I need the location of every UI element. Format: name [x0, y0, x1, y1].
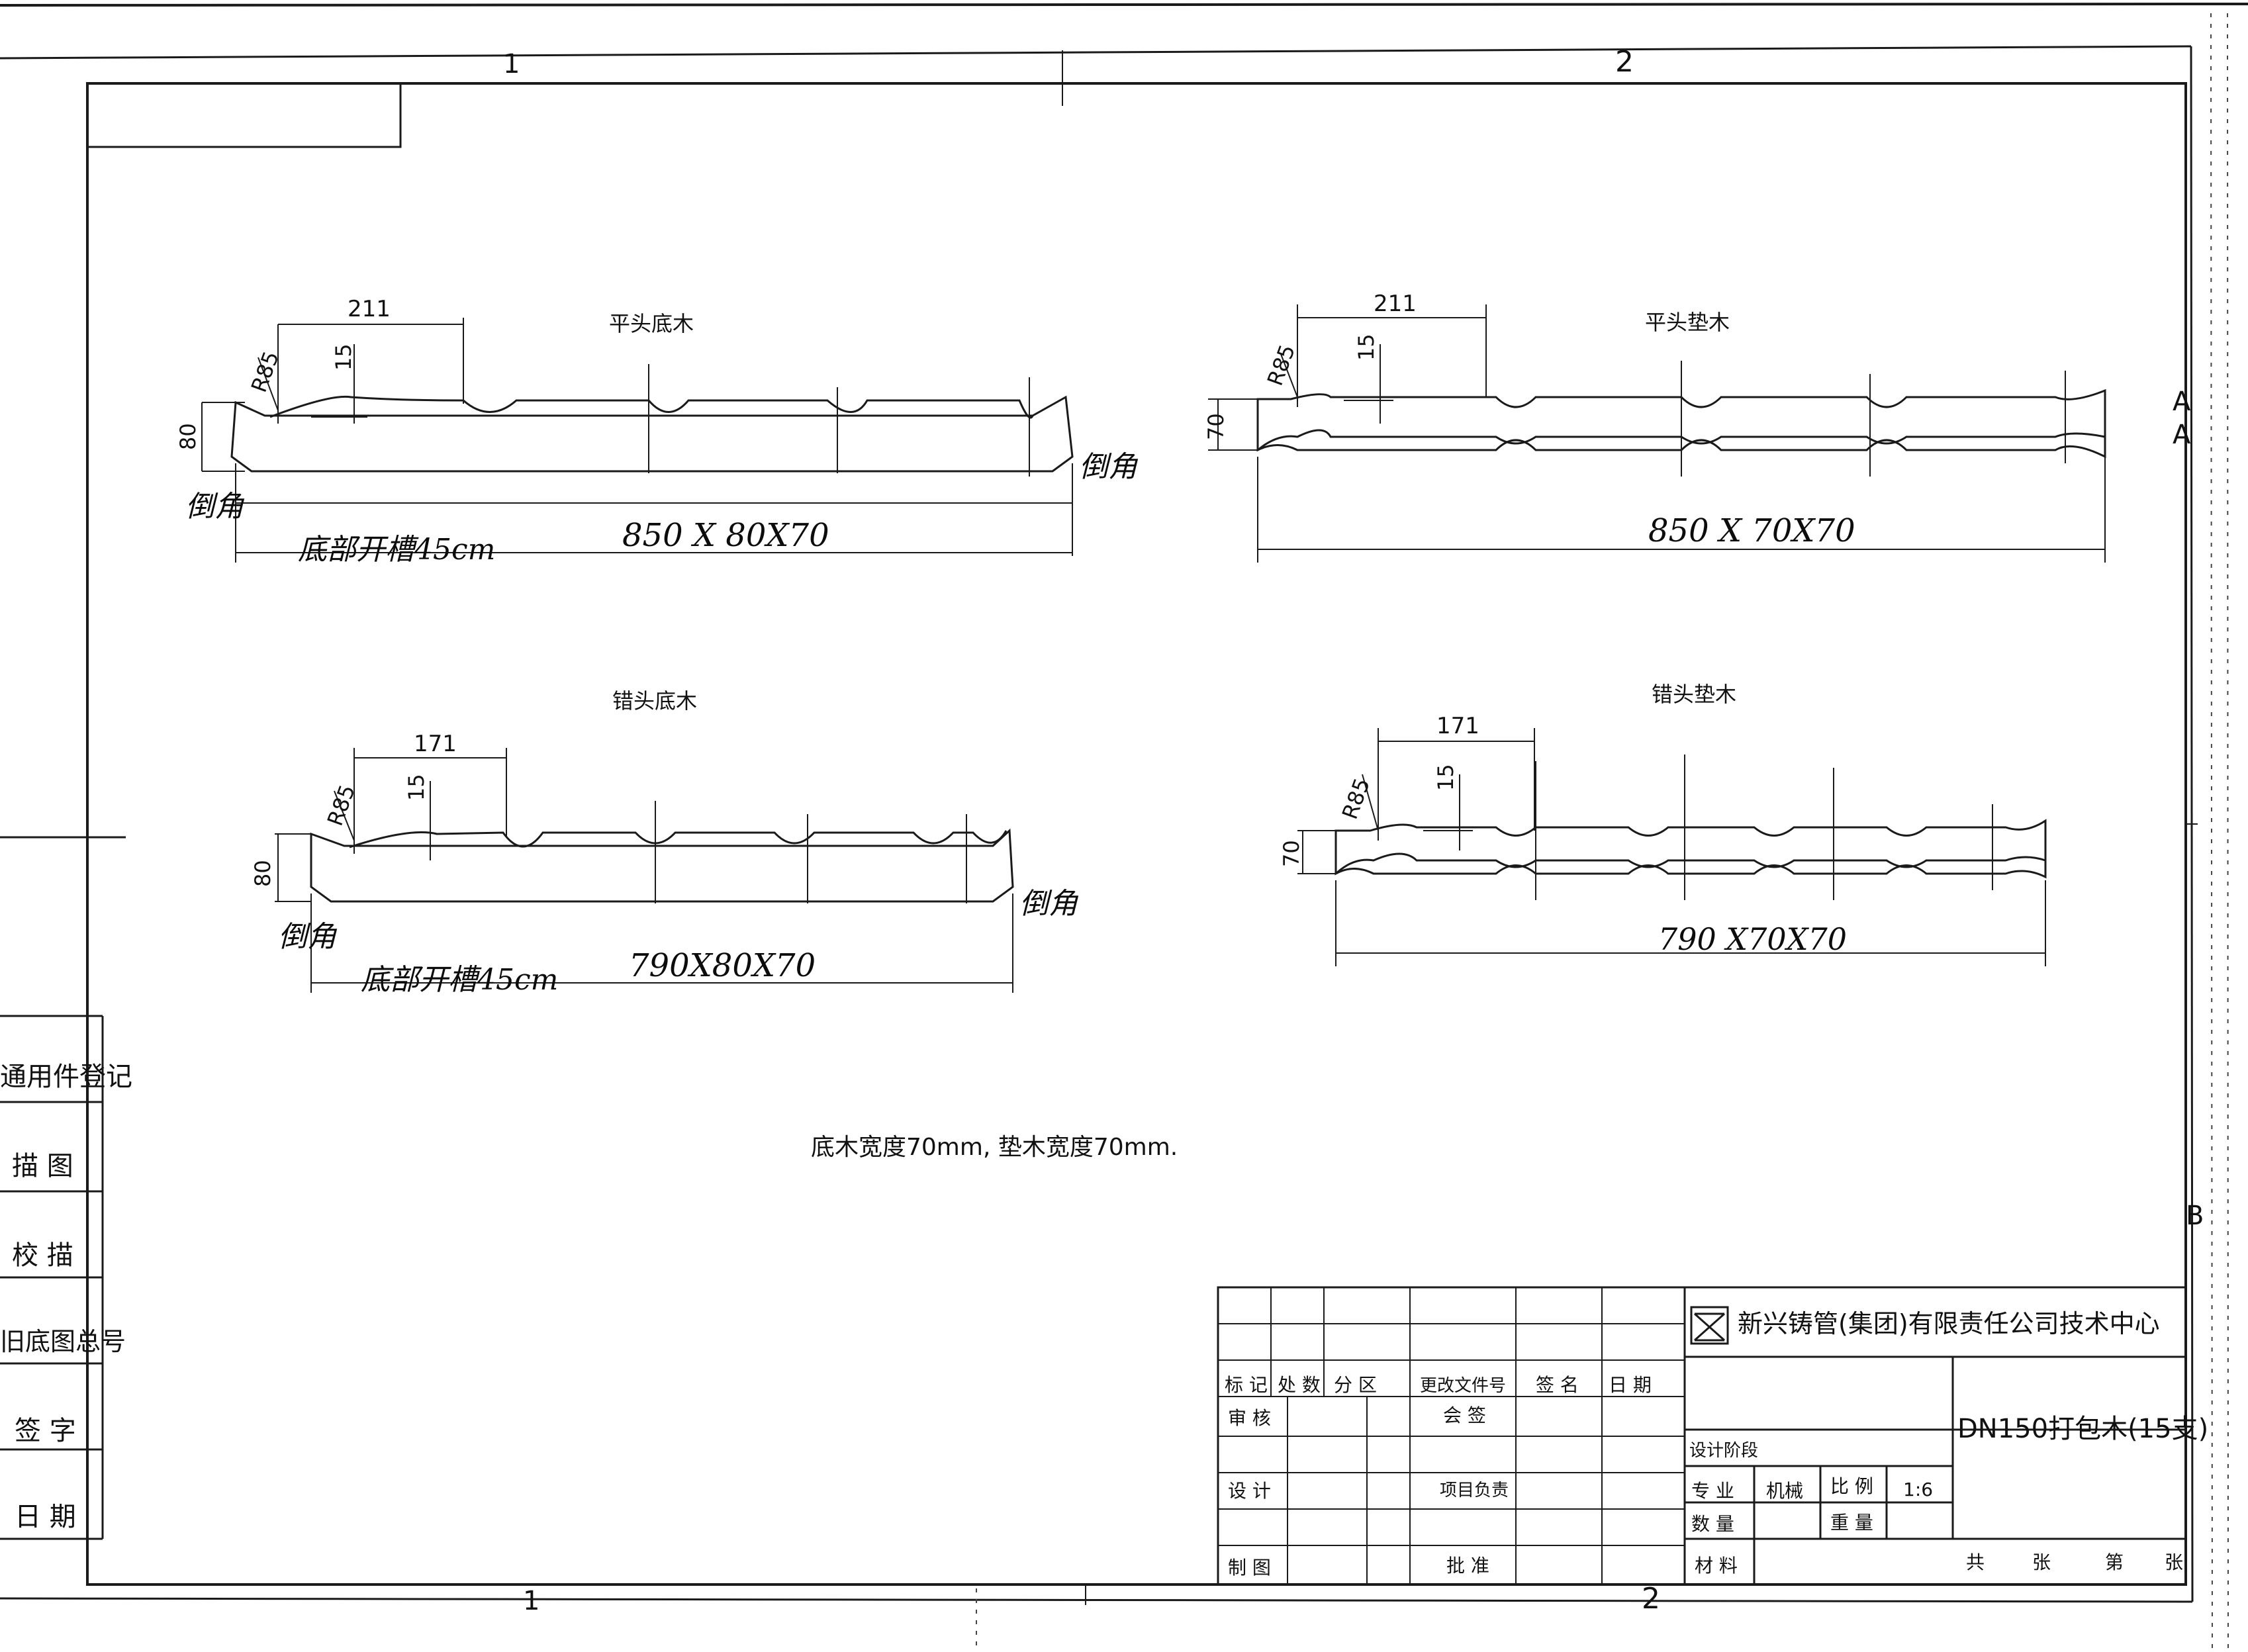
view-title: 平头垫木 — [1645, 310, 1730, 335]
view-flat-base: 平头底木 211 15 R85 80 850 X 80X70 底部开槽45cm — [175, 296, 1139, 567]
dim-211: 211 — [348, 296, 391, 322]
hdr-signature: 签 名 — [1536, 1374, 1579, 1396]
hdr-change-doc: 更改文件号 — [1420, 1376, 1506, 1396]
view-title: 平头底木 — [609, 311, 694, 336]
specialty-value: 机械 — [1766, 1480, 1803, 1502]
drafting-label: 制 图 — [1228, 1557, 1271, 1579]
dim-171: 171 — [414, 731, 457, 757]
dim-height: 70 — [1203, 413, 1229, 440]
company-logo-icon — [1690, 1306, 1729, 1345]
design-stage-label: 设计阶段 — [1689, 1441, 1758, 1461]
scale-value: 1:6 — [1903, 1479, 1933, 1500]
design-label: 设 计 — [1228, 1480, 1271, 1502]
sheet-no-label: 第 — [2105, 1551, 2124, 1573]
company-name: 新兴铸管(集团)有限责任公司技术中心 — [1738, 1309, 2160, 1338]
zone-row-b: B — [2186, 1201, 2204, 1231]
view-title: 错头底木 — [612, 688, 697, 713]
hand-chamfer-left: 倒角 — [185, 490, 245, 524]
hdr-date: 日 期 — [1609, 1374, 1652, 1396]
drawing-title: DN150打包木(15支) — [1957, 1414, 2208, 1444]
hand-length: 850 X 80X70 — [622, 517, 829, 554]
hand-groove: 底部开槽45cm — [298, 533, 495, 567]
hand-length: 790X80X70 — [629, 947, 816, 984]
zone-row-a: A — [2173, 387, 2191, 417]
sheet-no-unit: 张 — [2165, 1551, 2183, 1573]
specialty-label: 专 业 — [1691, 1480, 1734, 1502]
zone-col-2-bottom: 2 — [1642, 1582, 1660, 1616]
sheets-total-unit: 张 — [2032, 1551, 2051, 1573]
material-label: 材 料 — [1695, 1555, 1738, 1577]
width-note: 底木宽度70mm, 垫木宽度70mm. — [811, 1134, 1178, 1161]
hand-chamfer-right: 倒角 — [1079, 450, 1139, 484]
project-lead-label: 项目负责 — [1440, 1481, 1509, 1500]
left-strip: 通用件登记 描 图 校 描 旧底图总号 签 字 日 期 — [0, 836, 132, 1540]
dim-171: 171 — [1436, 713, 1479, 739]
strip-signature: 签 字 — [15, 1416, 76, 1446]
quantity-label: 数 量 — [1691, 1513, 1734, 1535]
view-stagger-base: 错头底木 171 15 R85 80 790X80X70 底部开槽45cm 倒角… — [250, 688, 1079, 997]
strip-date: 日 期 — [15, 1502, 76, 1532]
approve-label: 批 准 — [1446, 1555, 1489, 1577]
hand-groove: 底部开槽45cm — [361, 963, 558, 997]
dim-radius: R85 — [1337, 775, 1375, 823]
hdr-zone: 分 区 — [1334, 1374, 1377, 1396]
zone-col-1-bottom: 1 — [523, 1586, 539, 1616]
dim-radius: R85 — [1262, 342, 1300, 389]
hdr-mark: 标 记 — [1225, 1374, 1268, 1396]
zone-col-2-top: 2 — [1615, 45, 1634, 79]
hand-chamfer-left: 倒角 — [278, 920, 338, 954]
hand-length: 790 X70X70 — [1658, 921, 1847, 957]
strip-tracing: 描 图 — [12, 1151, 73, 1181]
hand-chamfer-right: 倒角 — [1019, 887, 1079, 921]
view-stagger-pad: 错头垫木 171 15 R85 70 790 X70X70 — [1279, 682, 2047, 966]
drawing-frame — [0, 3, 2248, 1652]
dim-15: 15 — [1354, 334, 1379, 361]
view-title: 错头垫木 — [1652, 682, 1736, 707]
scale-label: 比 例 — [1830, 1475, 1873, 1497]
dim-height: 80 — [250, 860, 275, 887]
dim-15: 15 — [404, 774, 429, 801]
dim-15: 15 — [1433, 764, 1458, 791]
hand-length: 850 X 70X70 — [1648, 512, 1855, 549]
sheets-total-label: 共 — [1966, 1551, 1985, 1573]
strip-old-drawing-no: 旧底图总号 — [0, 1327, 126, 1356]
dim-height: 80 — [175, 423, 201, 450]
review-label: 审 核 — [1228, 1407, 1271, 1429]
dim-15: 15 — [331, 344, 356, 371]
hdr-count: 处 数 — [1278, 1374, 1321, 1396]
dim-height: 70 — [1279, 840, 1304, 867]
zone-row-a-2: A — [2173, 420, 2191, 450]
strip-general-parts: 通用件登记 — [0, 1062, 132, 1092]
dim-211: 211 — [1374, 291, 1417, 317]
title-block: 新兴铸管(集团)有限责任公司技术中心 DN150打包木(15支) 标 记 处 数… — [1217, 1286, 2208, 1586]
zone-col-1-top: 1 — [503, 49, 520, 79]
strip-check-tracing: 校 描 — [12, 1240, 73, 1271]
weight-label: 重 量 — [1830, 1512, 1873, 1534]
countersign-label: 会 签 — [1443, 1404, 1486, 1426]
view-flat-pad: 平头垫木 211 15 R85 70 850 X 70X70 — [1203, 291, 2106, 563]
